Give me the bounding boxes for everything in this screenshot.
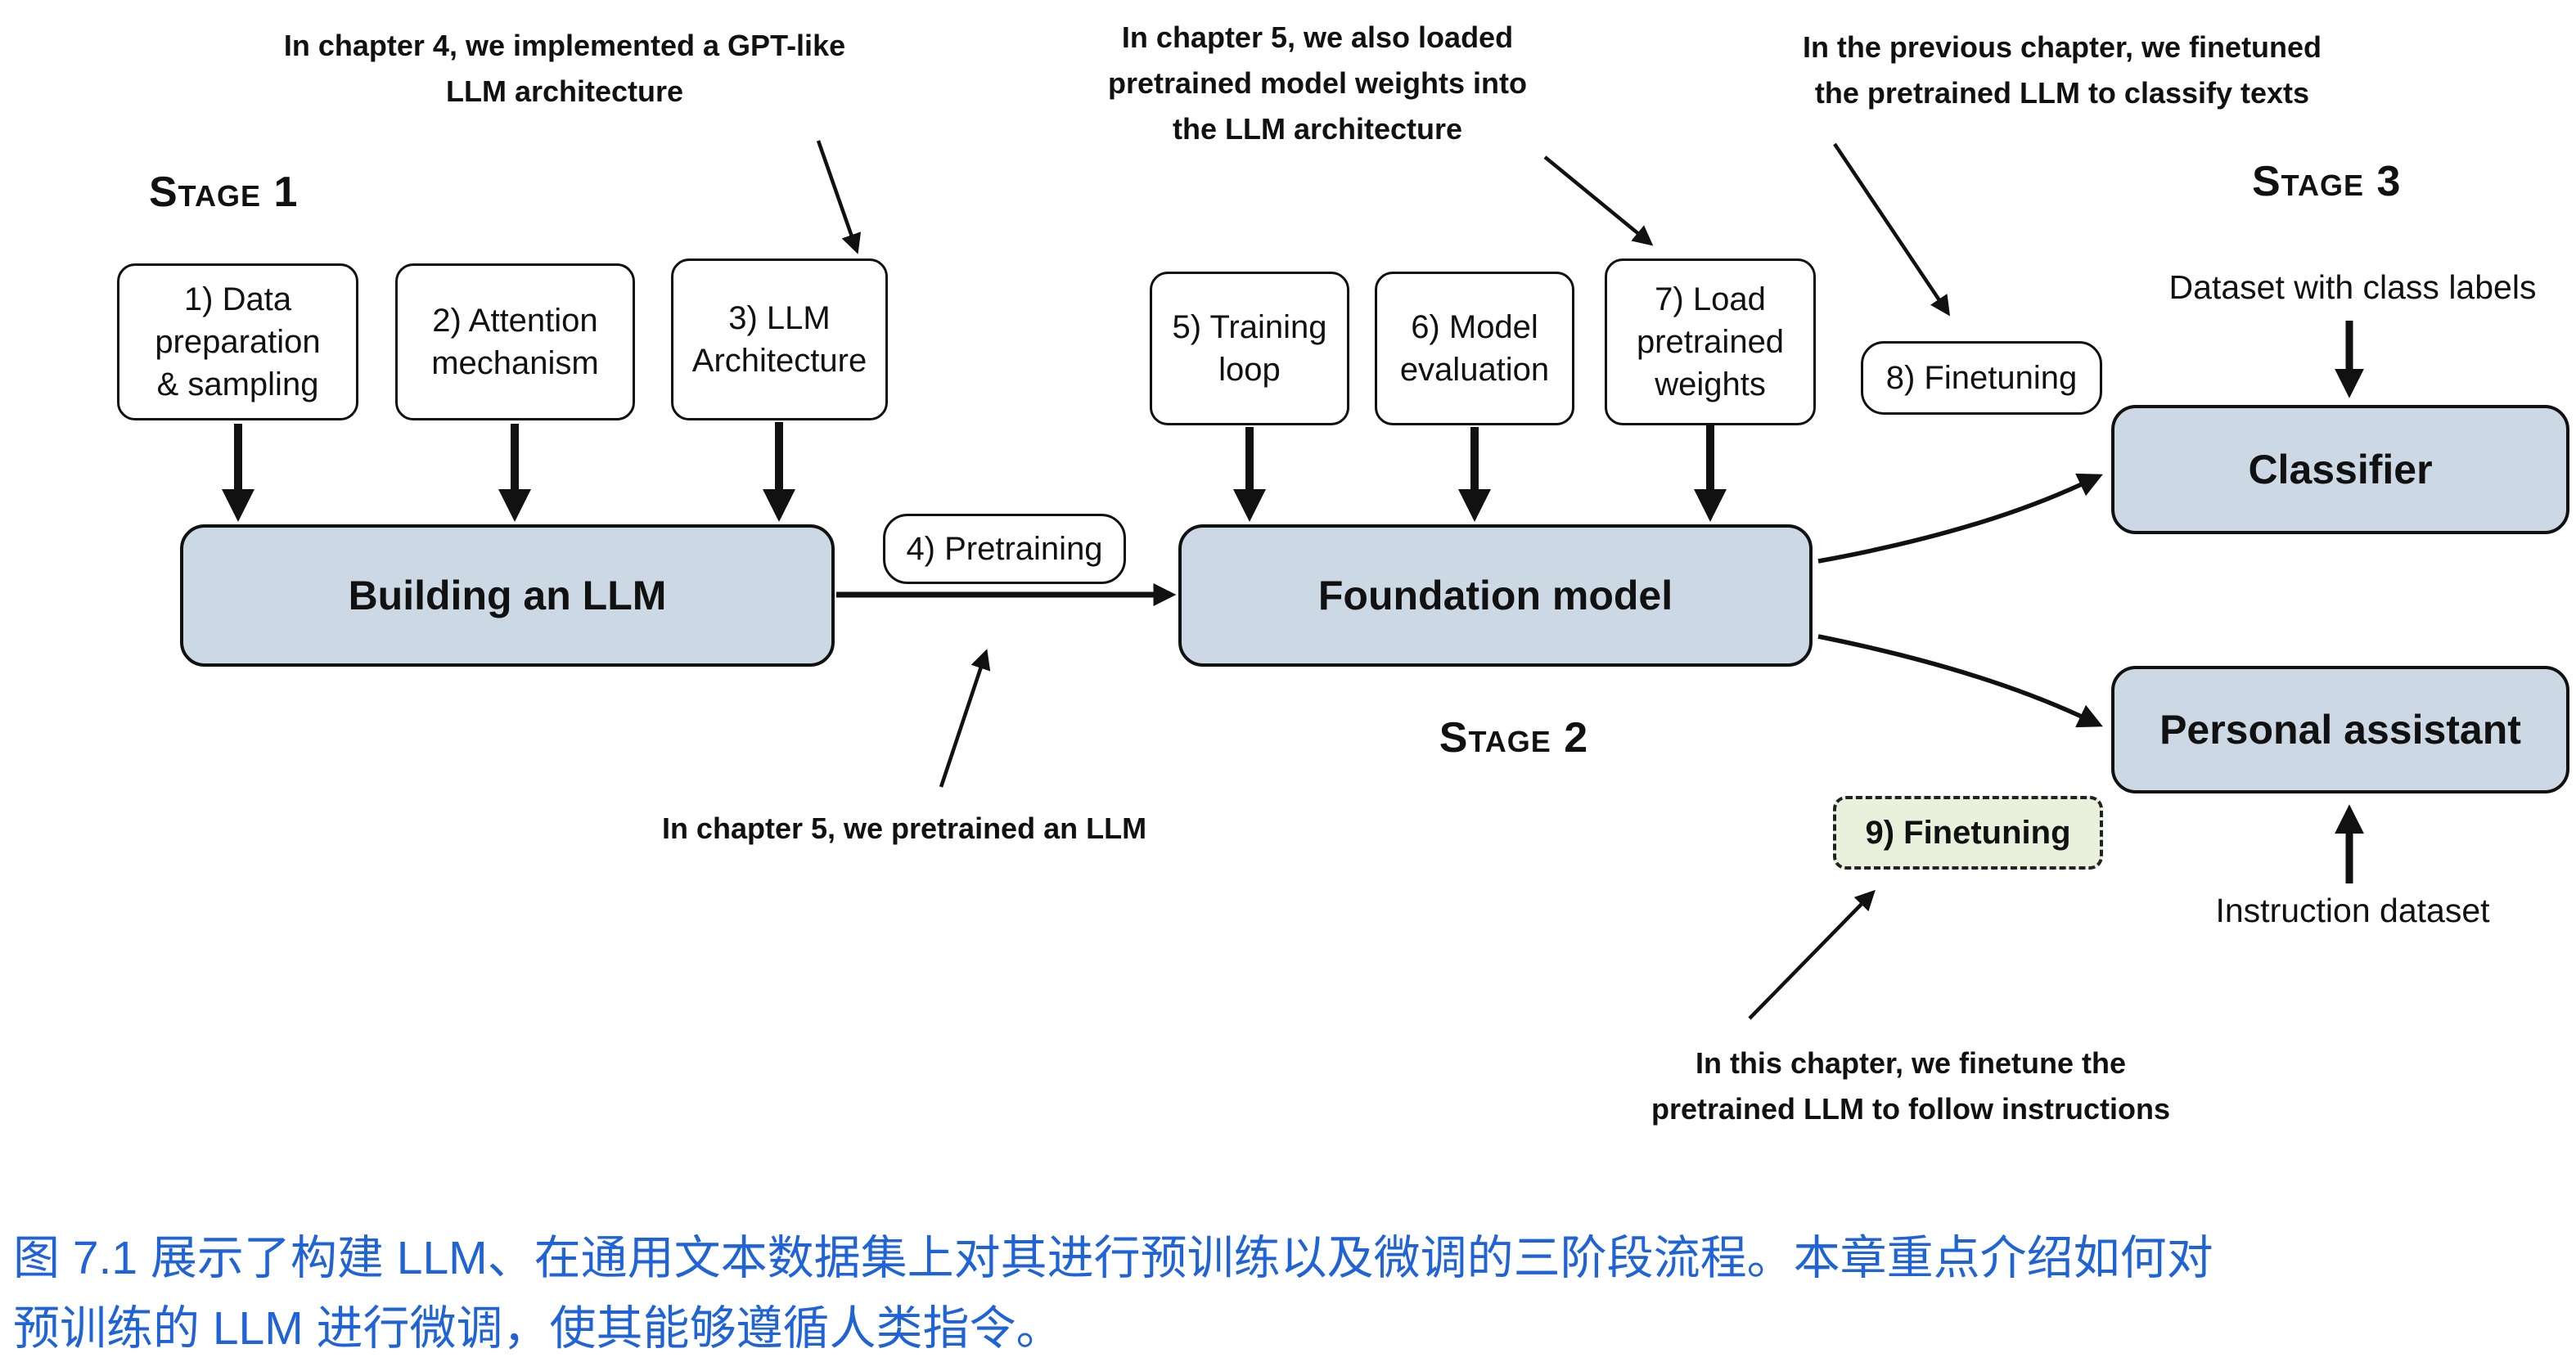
stage2-label: Stage 2: [1439, 714, 1589, 762]
arrow-weights-note-to-step7: [1543, 155, 1654, 246]
dataset-class-labels-label: Dataset with class labels: [2168, 268, 2537, 306]
step-box-finetuning-9: 9) Finetuning: [1833, 796, 2103, 870]
arrow-pretrain-note-to-line: [939, 649, 991, 788]
foundation-model-box: Foundation model: [1178, 524, 1813, 667]
stage3-label: Stage 3: [2252, 158, 2402, 205]
building-llm-box: Building an LLM: [180, 524, 835, 667]
step-box-model-evaluation: 6) Model evaluation: [1375, 272, 1574, 425]
figure-caption: 图 7.1 展示了构建 LLM、在通用文本数据集上对其进行预训练以及微调的三阶段…: [13, 1232, 2213, 1355]
stage1-label: Stage 1: [149, 169, 299, 216]
arrow-prevchapter-note-to-step8: [1833, 142, 1951, 317]
arrow-foundation-to-assistant: [1817, 634, 2103, 728]
annotation-previous-chapter: In the previous chapter, we finetuned th…: [1802, 30, 2322, 110]
step-box-data-preparation: 1) Data preparation & sampling: [117, 263, 358, 420]
classifier-box: Classifier: [2111, 405, 2569, 534]
personal-assistant-box: Personal assistant: [2111, 666, 2569, 793]
arrow-chapter4-to-step3: [816, 140, 862, 254]
annotation-chapter5-pretrain: In chapter 5, we pretrained an LLM: [661, 811, 1147, 845]
step-box-finetuning-8: 8) Finetuning: [1861, 341, 2102, 415]
step-box-training-loop: 5) Training loop: [1150, 272, 1349, 425]
step-box-load-pretrained-weights: 7) Load pretrained weights: [1605, 258, 1816, 425]
annotation-this-chapter: In this chapter, we finetune the pretrai…: [1651, 1046, 2170, 1126]
step-box-llm-architecture: 3) LLM Architecture: [671, 258, 888, 420]
annotation-chapter5-weights: In chapter 5, we also loaded pretrained …: [1107, 20, 1528, 146]
arrow-thischapter-note-to-step9: [1748, 889, 1876, 1020]
step-box-pretraining: 4) Pretraining: [883, 514, 1126, 584]
annotation-chapter4: In chapter 4, we implemented a GPT-like …: [283, 29, 846, 108]
arrow-foundation-to-classifier: [1817, 473, 2103, 564]
instruction-dataset-label: Instruction dataset: [2215, 892, 2490, 929]
step-box-attention-mechanism: 2) Attention mechanism: [395, 263, 635, 420]
